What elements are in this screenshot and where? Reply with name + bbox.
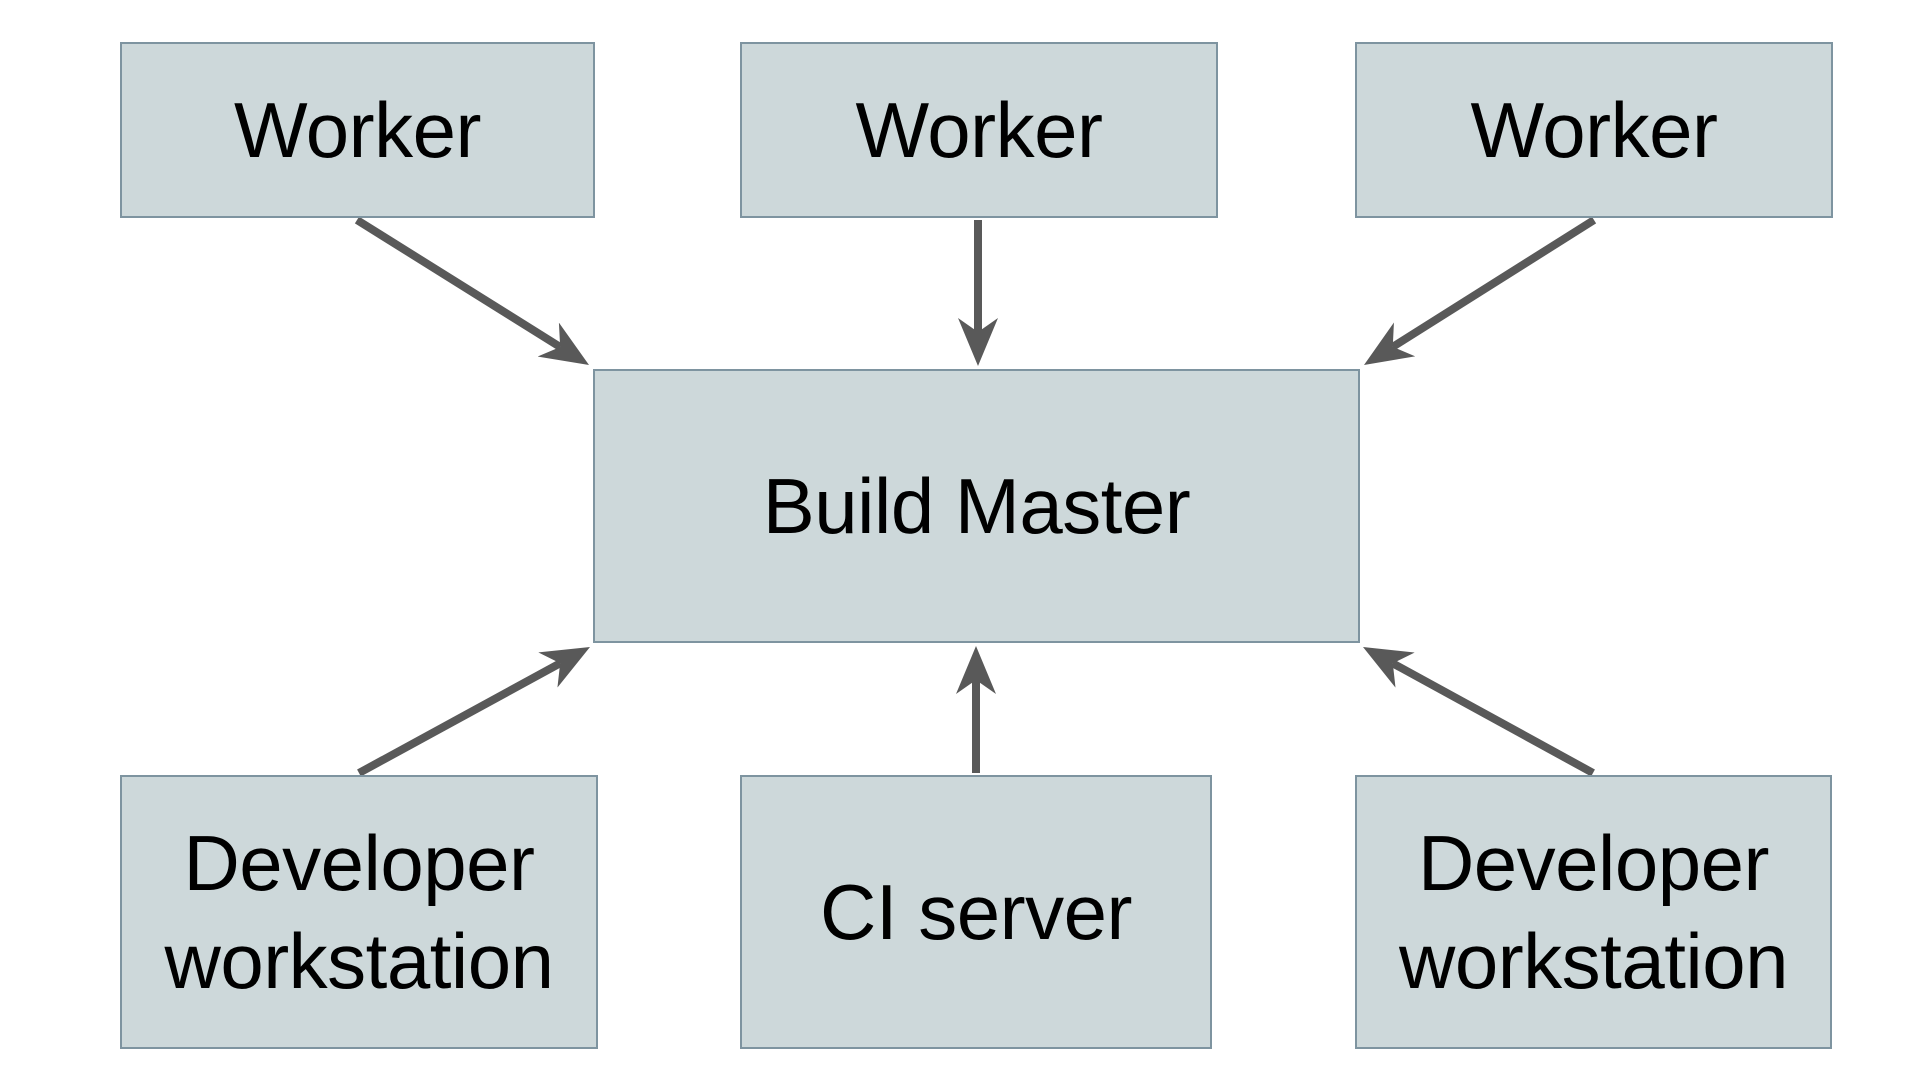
node-ci-server: CI server <box>740 775 1212 1049</box>
node-label: Developer workstation <box>1399 818 1789 1005</box>
arrow-dev-ws-1-to-build-master <box>357 646 590 777</box>
node-developer-workstation-left: Developer workstation <box>120 775 598 1049</box>
node-worker-3: Worker <box>1355 42 1833 218</box>
node-label: CI server <box>820 867 1132 956</box>
node-label: Worker <box>234 85 481 174</box>
arrow-worker-1-to-build-master <box>354 216 589 366</box>
arrow-dev-ws-2-to-build-master <box>1363 646 1595 777</box>
node-worker-1: Worker <box>120 42 595 218</box>
node-label: Developer workstation <box>164 818 555 1005</box>
arrow-worker-3-to-build-master <box>1364 216 1597 365</box>
node-label: Worker <box>1470 85 1718 174</box>
node-build-master: Build Master <box>593 369 1360 643</box>
node-worker-2: Worker <box>740 42 1218 218</box>
node-developer-workstation-right: Developer workstation <box>1355 775 1832 1049</box>
node-label: Build Master <box>762 461 1191 550</box>
node-label: Worker <box>855 85 1103 174</box>
